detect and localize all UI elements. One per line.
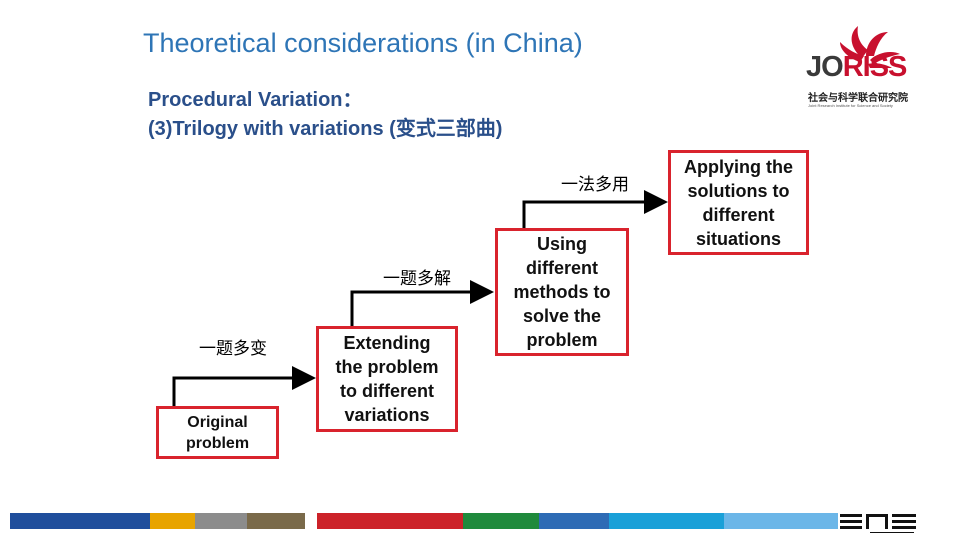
logo-subtitle-cn: 社会与科学联合研究院 bbox=[808, 93, 908, 104]
slide-subtitle: Procedural Variation： (3)Trilogy with va… bbox=[148, 86, 502, 144]
footer-ens-logo-icon bbox=[840, 514, 916, 533]
step-3-box: Using different methods to solve the pro… bbox=[495, 228, 629, 356]
stripe bbox=[609, 513, 724, 529]
connector-arrow-1 bbox=[172, 366, 316, 406]
stripe bbox=[539, 513, 609, 529]
logo-wordmark: JORISS bbox=[806, 51, 907, 83]
stripe bbox=[247, 513, 305, 529]
step-2-zh-label: 一题多解 bbox=[383, 269, 451, 289]
stripe bbox=[305, 513, 317, 529]
subtitle-line-2: (3)Trilogy with variations (变式三部曲) bbox=[148, 118, 503, 140]
step-4-box: Applying the solutions to different situ… bbox=[668, 150, 809, 255]
step-3-zh-label: 一法多用 bbox=[561, 175, 629, 195]
slide-title: Theoretical considerations (in China) bbox=[143, 28, 583, 58]
stripe bbox=[463, 513, 539, 529]
logo-subtitle-en: Joint Research Institute for Science and… bbox=[808, 103, 893, 108]
stripe bbox=[10, 513, 150, 529]
step-1-box: Original problem bbox=[156, 406, 279, 459]
connector-arrow-2 bbox=[350, 280, 494, 326]
stripe bbox=[724, 513, 838, 529]
subtitle-line-1: Procedural Variation： bbox=[148, 89, 363, 111]
step-1-zh-label: 一题多变 bbox=[199, 339, 267, 359]
stripe bbox=[195, 513, 247, 529]
footer-color-stripes bbox=[10, 513, 838, 529]
step-2-box: Extending the problem to different varia… bbox=[316, 326, 458, 432]
joriss-flame-icon bbox=[840, 26, 900, 68]
stripe bbox=[150, 513, 195, 529]
connector-arrow-3 bbox=[522, 190, 668, 228]
stripe bbox=[317, 513, 463, 529]
